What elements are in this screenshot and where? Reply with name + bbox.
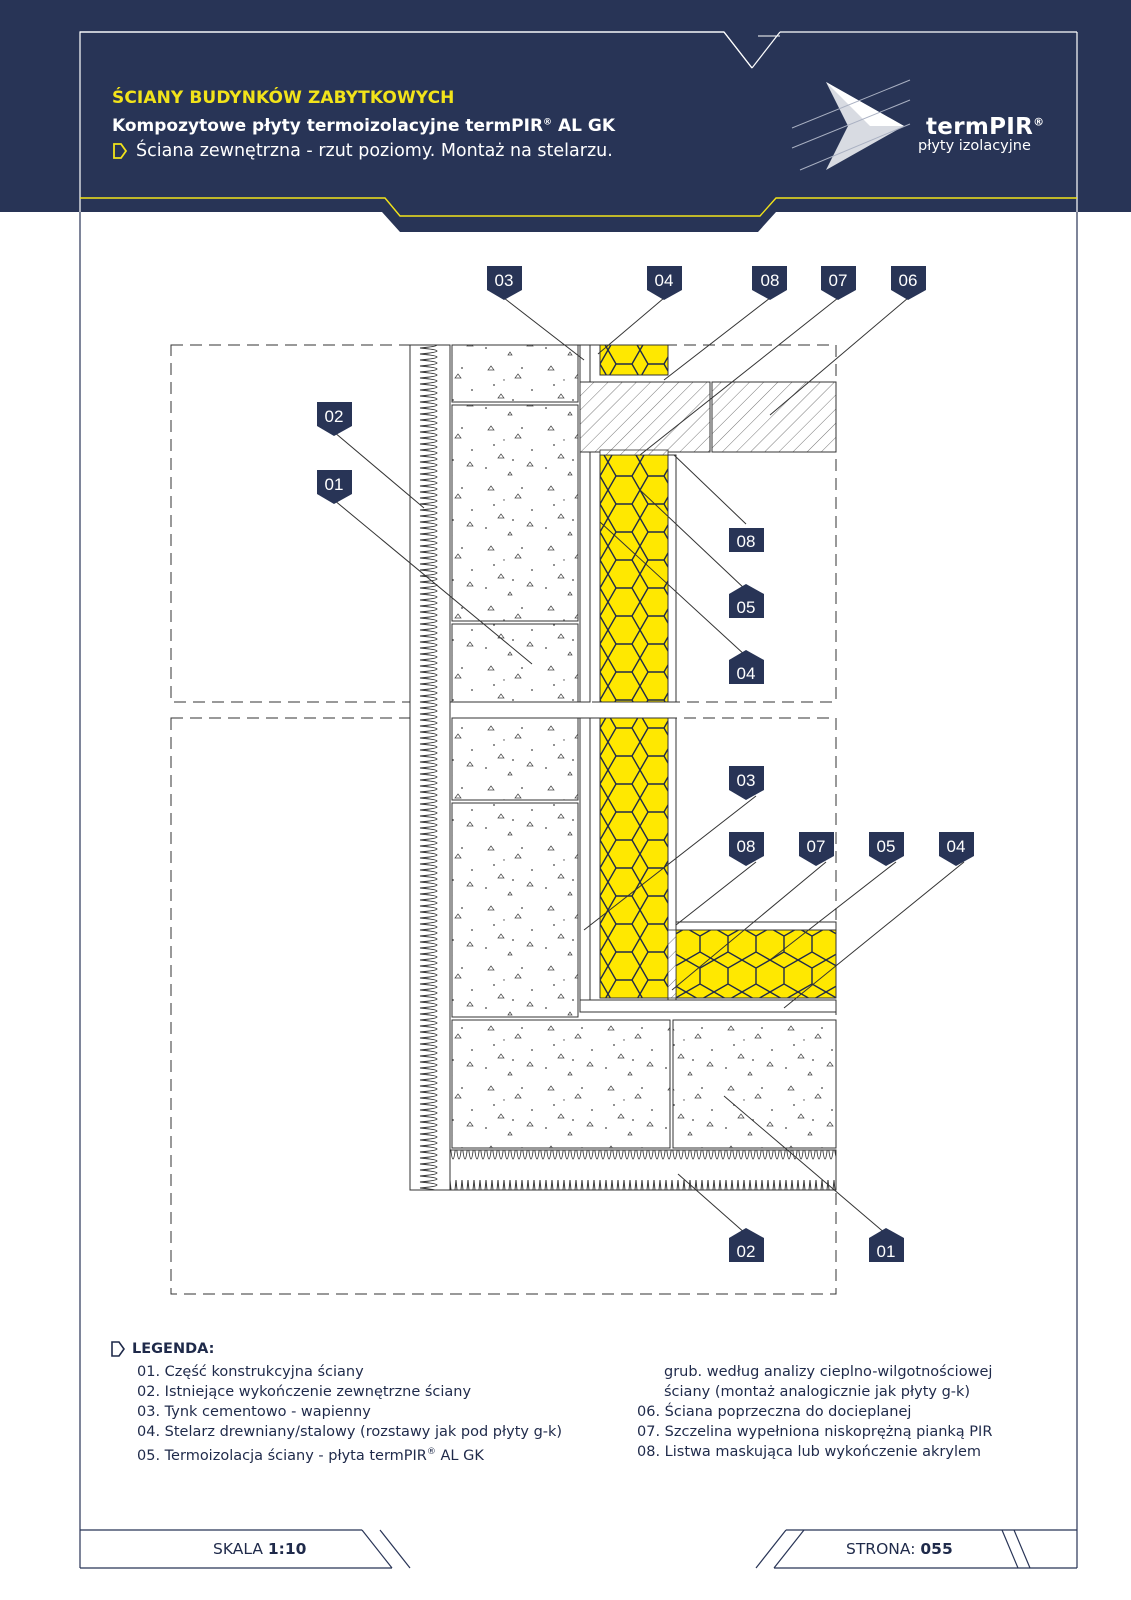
callout-tag: 07 (799, 832, 834, 866)
callout-tag: 01 (317, 470, 352, 504)
callout-label: 05 (877, 837, 896, 856)
legend-item: 02. Istniejące wykończenie zewnętrzne śc… (137, 1384, 472, 1400)
page-number: STRONA: 055 (846, 1540, 953, 1558)
callout-label: 01 (877, 1242, 896, 1261)
callout-label: 07 (829, 271, 848, 290)
plaster-layer (579, 344, 591, 703)
structural-wall (451, 344, 837, 1149)
callout-label: 04 (655, 271, 674, 290)
legend: LEGENDA: 01. Część konstrukcyjna ściany … (110, 1340, 1010, 1466)
callout-label: 01 (325, 475, 344, 494)
callout-tag: 05 (729, 584, 764, 618)
callout-label: 02 (737, 1242, 756, 1261)
callout-tag: 03 (729, 766, 764, 800)
arrow-bullet-icon (111, 1341, 125, 1357)
callout-tag: 06 (891, 266, 926, 300)
callout-tag: 08 (752, 266, 787, 300)
callout-label: 03 (737, 771, 756, 790)
scale-label: SKALA 1:10 (213, 1540, 307, 1558)
callout-label: 07 (807, 837, 826, 856)
brand-tagline: płyty izolacyjne (918, 138, 1031, 154)
termpir-logo-icon (791, 79, 911, 171)
callout-tag: 04 (939, 832, 974, 866)
legend-item: 01. Część konstrukcyjna ściany (137, 1364, 364, 1380)
header-banner (0, 0, 1131, 232)
legend-column-right: grub. według analizy cieplno-wilgotności… (637, 1362, 992, 1466)
legend-item-continued: grub. według analizy cieplno-wilgotności… (664, 1364, 993, 1380)
callout-tag: 05 (869, 832, 904, 866)
callout-tag: 04 (729, 650, 764, 684)
arrow-bullet-icon (113, 143, 128, 159)
footer-frame (80, 1529, 1077, 1569)
callout-tags: 03 04 08 07 06 02 01 08 (317, 266, 974, 1262)
transverse-wall (579, 381, 837, 453)
callout-label: 04 (947, 837, 966, 856)
callout-label: 06 (899, 271, 918, 290)
header-text: ŚCIANY BUDYNKÓW ZABYTKOWYCH Kompozytowe … (112, 88, 615, 161)
legend-item: 03. Tynk cementowo - wapienny (137, 1404, 371, 1420)
callout-label: 08 (761, 271, 780, 290)
external-finish-layer (409, 344, 451, 1191)
legend-item: 07. Szczelina wypełniona niskoprężną pia… (637, 1424, 993, 1440)
category-title: ŚCIANY BUDYNKÓW ZABYTKOWYCH (112, 88, 455, 108)
legend-column-left: 01. Część konstrukcyjna ściany 02. Istni… (110, 1362, 637, 1466)
callout-tag: 03 (487, 266, 522, 300)
external-finish-bottom (449, 1149, 837, 1191)
callout-label: 08 (737, 837, 756, 856)
callout-tag: 02 (729, 1228, 764, 1262)
callout-tag: 01 (869, 1228, 904, 1262)
brand-name: termPIR® (926, 114, 1045, 140)
legend-item: 06. Ściana poprzeczna do docieplanej (637, 1404, 912, 1420)
page-title: Kompozytowe płyty termoizolacyjne termPI… (112, 116, 615, 136)
callout-tag: 04 (647, 266, 682, 300)
callout-label: 05 (737, 598, 756, 617)
callout-label: 04 (737, 664, 756, 683)
callout-label: 02 (325, 407, 344, 426)
callout-tag: 02 (317, 402, 352, 436)
pir-insulation (599, 344, 837, 999)
callout-tag: 08 (729, 518, 764, 552)
callout-tag: 07 (821, 266, 856, 300)
subtitle: Ściana zewnętrzna - rzut poziomy. Montaż… (112, 141, 615, 161)
callout-label: 08 (737, 532, 756, 551)
callout-label: 03 (495, 271, 514, 290)
legend-item-continued: ściany (montaż analogicznie jak płyty g-… (664, 1384, 971, 1400)
legend-item: 05. Termoizolacja ściany - płyta termPIR… (137, 1447, 484, 1464)
callout-tag: 08 (729, 832, 764, 866)
legend-item: 08. Listwa maskująca lub wykończenie akr… (637, 1444, 982, 1460)
legend-title: LEGENDA: (110, 1340, 1010, 1358)
legend-item: 04. Stelarz drewniany/stalowy (rozstawy … (137, 1424, 563, 1440)
leader-lines (333, 297, 965, 1235)
